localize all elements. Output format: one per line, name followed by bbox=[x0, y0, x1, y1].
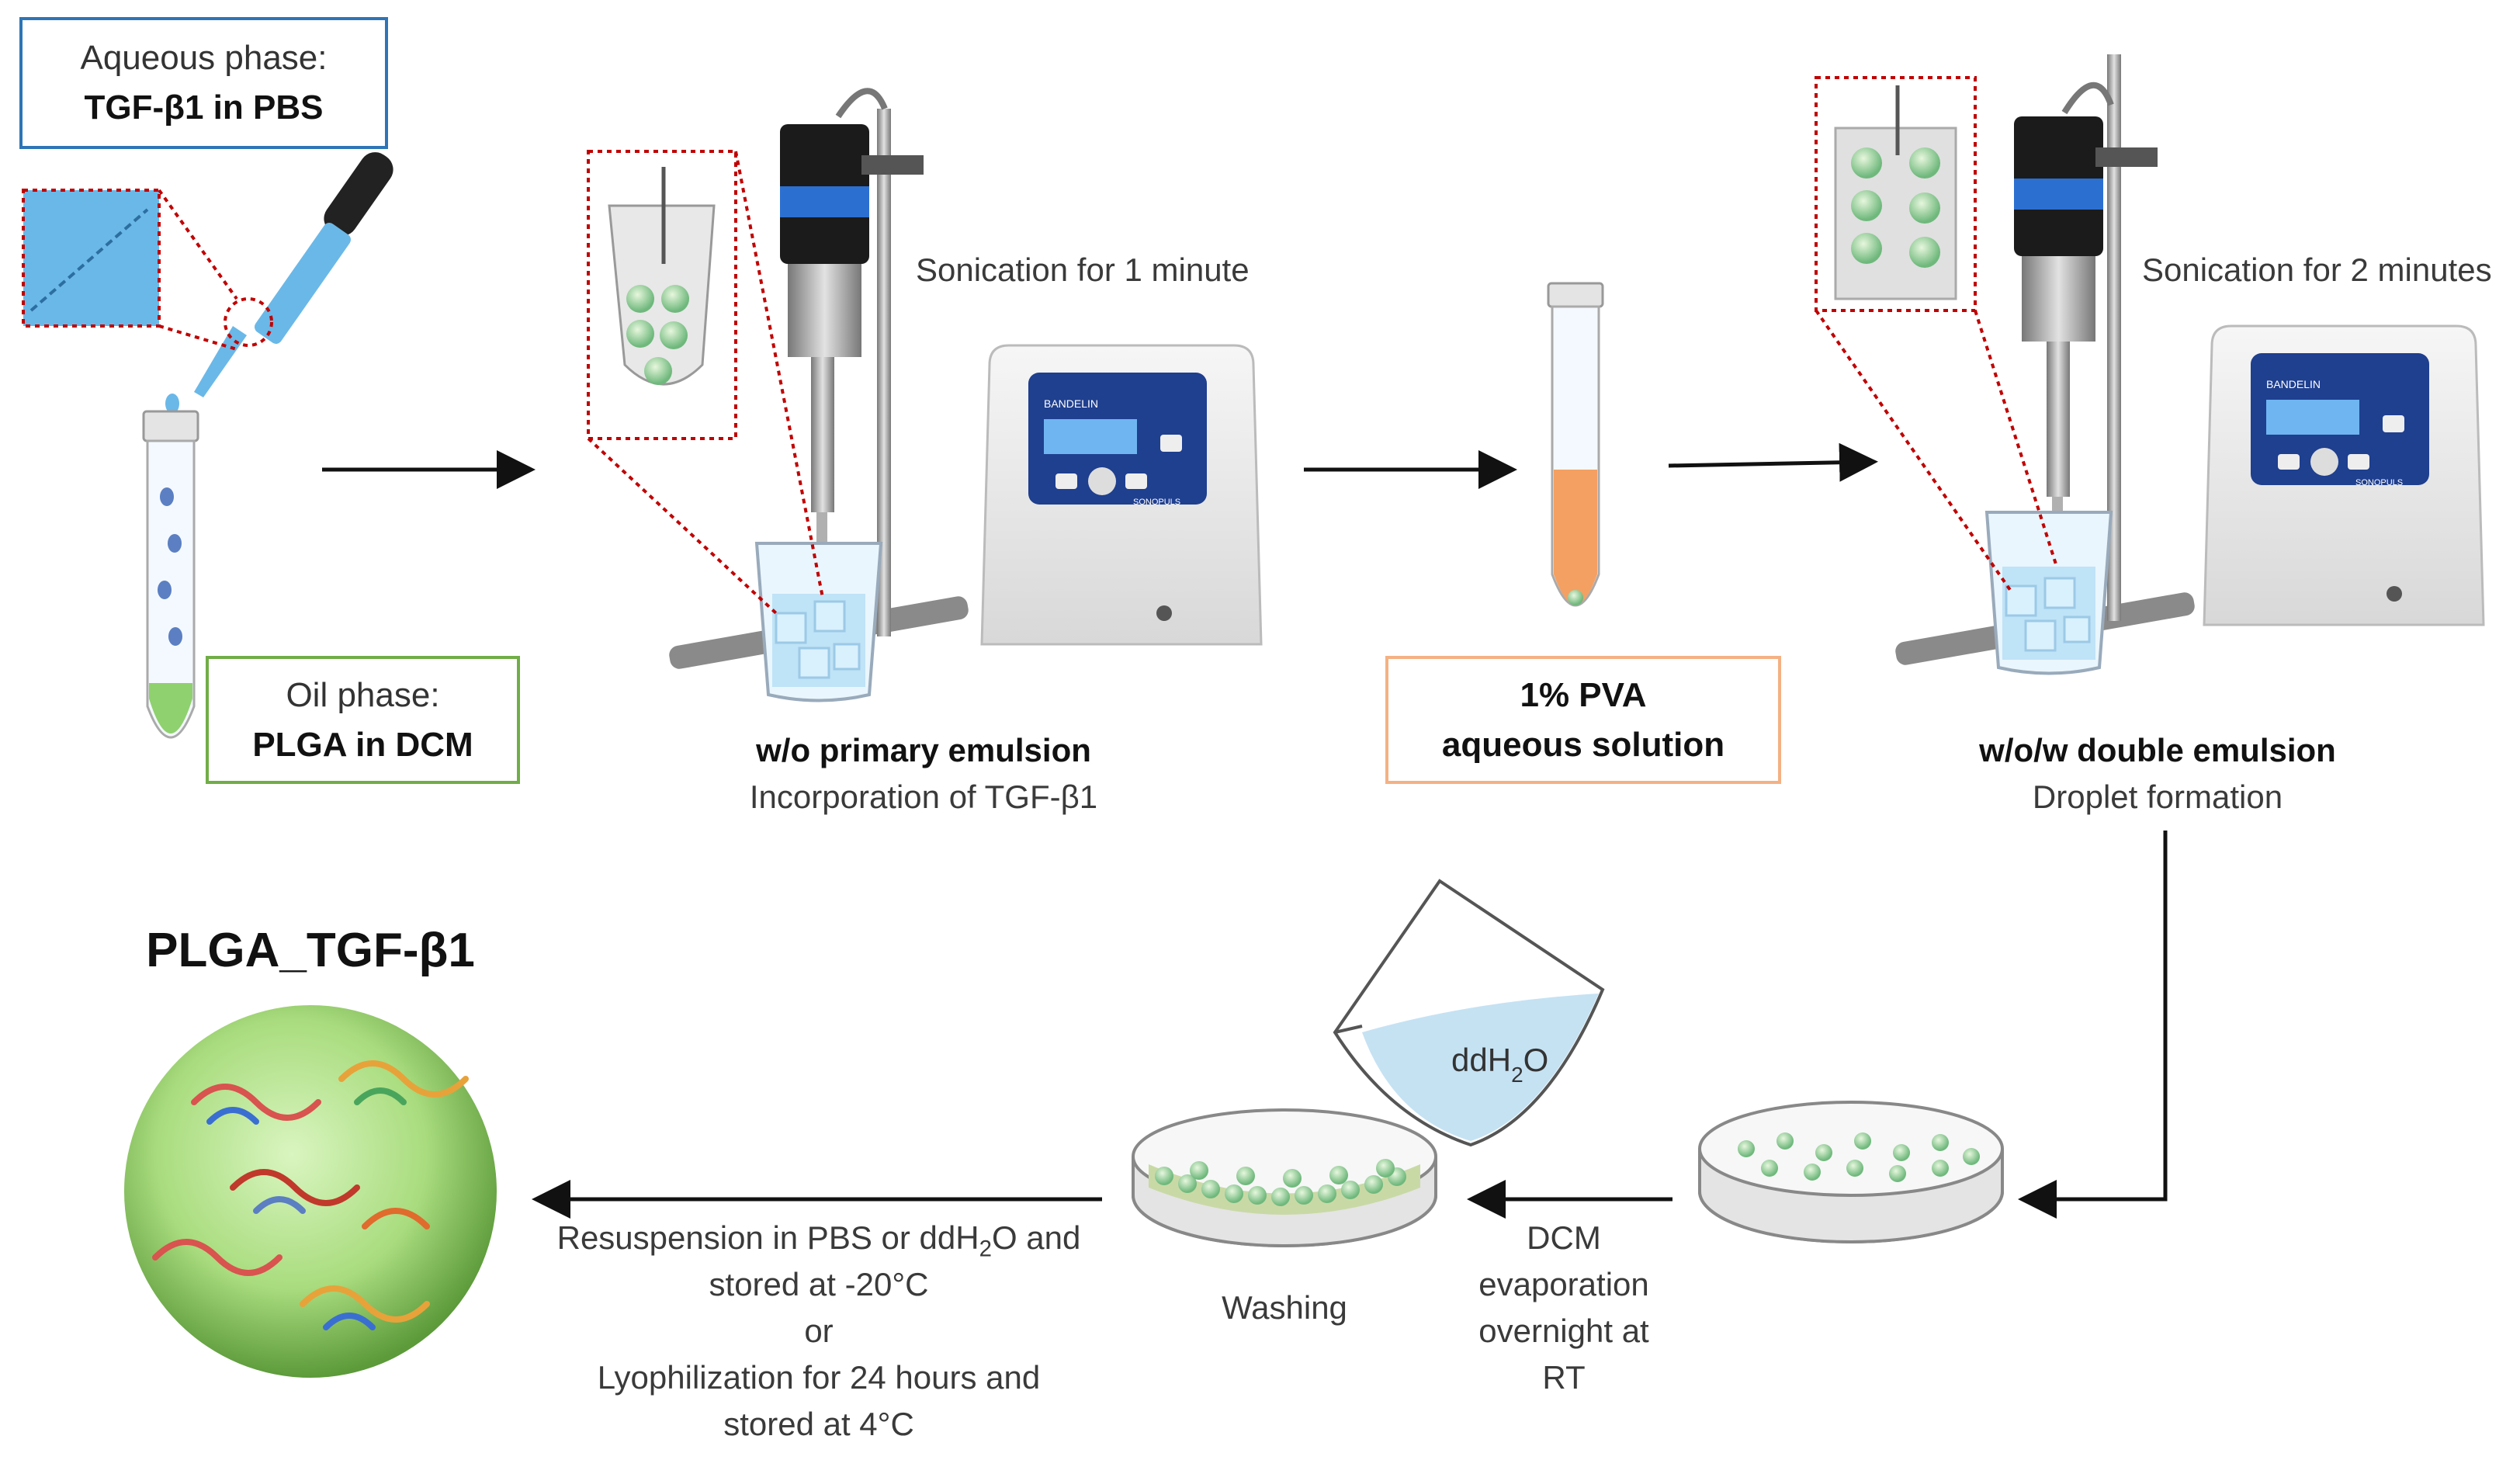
pipette-icon bbox=[165, 152, 393, 414]
washing-label: Washing bbox=[1222, 1289, 1347, 1326]
device-model-1: SONOPULS bbox=[1133, 498, 1180, 507]
beaker-label: ddH2O bbox=[1451, 1042, 1548, 1087]
product-title: PLGA_TGF-β1 bbox=[146, 924, 475, 977]
dcm-line-4: RT bbox=[1542, 1359, 1586, 1396]
sonicator-generator-1: BANDELIN SONOPULS bbox=[980, 344, 1263, 646]
plga-nanoparticle-icon bbox=[124, 1005, 497, 1378]
final-line-1: Resuspension in PBS or ddH2O and bbox=[556, 1219, 1081, 1262]
dcm-line-2: evaporation bbox=[1478, 1266, 1649, 1302]
pva-concentration: 1% PVA bbox=[1520, 675, 1647, 714]
oil-phase-box: Oil phase: PLGA in DCM bbox=[206, 656, 520, 784]
primary-emulsion-subtitle: Incorporation of TGF-β1 bbox=[749, 779, 1098, 815]
oil-phase-content: PLGA in DCM bbox=[252, 725, 473, 764]
double-emulsion-title: w/o/w double emulsion bbox=[1979, 732, 2336, 768]
dotted-zoom-aqueous bbox=[22, 189, 273, 351]
petri-dish-washing bbox=[1132, 1108, 1437, 1247]
device-brand-1: BANDELIN bbox=[1044, 397, 1098, 410]
oil-phase-label: Oil phase: bbox=[286, 675, 440, 714]
final-line-3: or bbox=[804, 1313, 834, 1349]
falcon-tube-icon bbox=[142, 410, 199, 739]
sonication-2-label: Sonication for 2 minutes bbox=[2142, 251, 2492, 288]
pva-description: aqueous solution bbox=[1441, 725, 1725, 764]
aqueous-phase-content: TGF-β1 in PBS bbox=[84, 88, 324, 127]
dcm-line-3: overnight at bbox=[1478, 1313, 1649, 1349]
arrow-to-dish bbox=[2018, 831, 2168, 1219]
sonicator-setup-2 bbox=[1815, 54, 2195, 675]
sonication-1-label: Sonication for 1 minute bbox=[916, 251, 1250, 288]
dcm-line-1: DCM bbox=[1527, 1219, 1601, 1256]
pva-solution-box: 1% PVA aqueous solution bbox=[1385, 656, 1781, 784]
device-brand-2: BANDELIN bbox=[2266, 378, 2321, 390]
water-beaker-icon: ddH2O bbox=[1333, 879, 1605, 1147]
final-line-2: stored at -20°C bbox=[709, 1266, 929, 1302]
primary-emulsion-title: w/o primary emulsion bbox=[756, 732, 1091, 768]
arrow-from-pva bbox=[1668, 442, 1878, 482]
double-emulsion-subtitle: Droplet formation bbox=[2032, 779, 2283, 815]
device-model-2: SONOPULS bbox=[2355, 478, 2403, 487]
aqueous-phase-box: Aqueous phase: TGF-β1 in PBS bbox=[19, 17, 388, 149]
aqueous-phase-label: Aqueous phase: bbox=[80, 39, 328, 77]
sonicator-setup-1 bbox=[587, 88, 969, 702]
final-step-label: Resuspension in PBS or ddH2O and stored … bbox=[536, 1215, 1102, 1448]
dcm-evaporation-label: DCM evaporation overnight at RT bbox=[1436, 1215, 1692, 1401]
final-line-5: stored at 4°C bbox=[723, 1406, 914, 1442]
petri-dish-droplets bbox=[1698, 1101, 2004, 1243]
pva-tube-icon bbox=[1547, 282, 1604, 607]
final-line-4: Lyophilization for 24 hours and bbox=[597, 1359, 1041, 1396]
sonicator-generator-2: BANDELIN SONOPULS bbox=[2203, 324, 2485, 626]
